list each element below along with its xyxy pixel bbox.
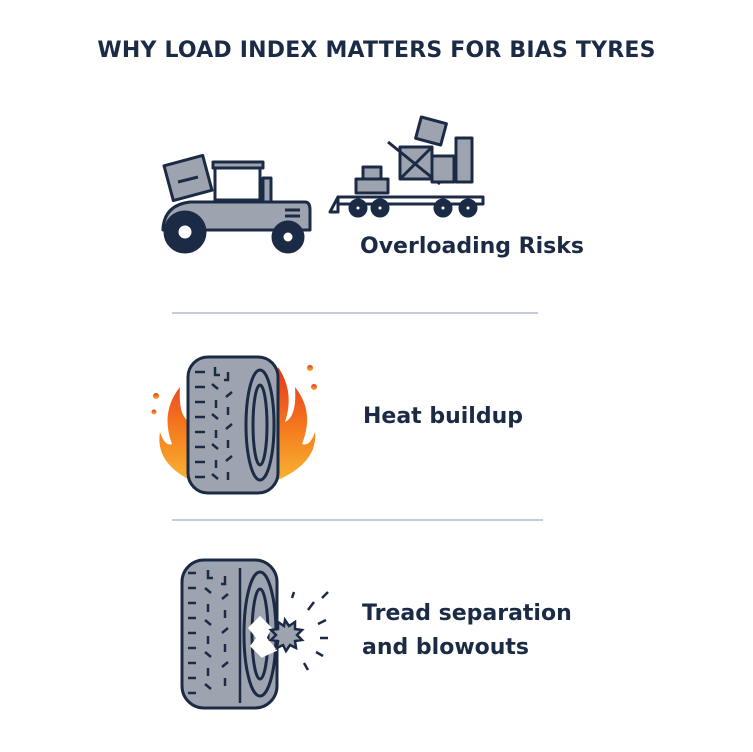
- tyre-on-fire-icon: [151, 355, 317, 495]
- overloaded-trailer-icon: [328, 115, 485, 218]
- overloaded-tractor-icon: [161, 153, 312, 254]
- tyre-blowout-icon: [180, 558, 329, 710]
- page-title: WHY LOAD INDEX MATTERS FOR BIAS TYRES: [97, 38, 656, 63]
- flame-right: [278, 365, 317, 480]
- section-divider: [172, 312, 538, 314]
- tread-separation-line-2: and blowouts: [362, 635, 530, 660]
- section-divider: [172, 519, 543, 521]
- tread-separation-line-1: Tread separation: [362, 601, 572, 626]
- tread-separation-label: Tread separation and blowouts: [362, 597, 572, 665]
- heat-buildup-label: Heat buildup: [363, 404, 524, 429]
- overloading-risks-label: Overloading Risks: [360, 234, 584, 259]
